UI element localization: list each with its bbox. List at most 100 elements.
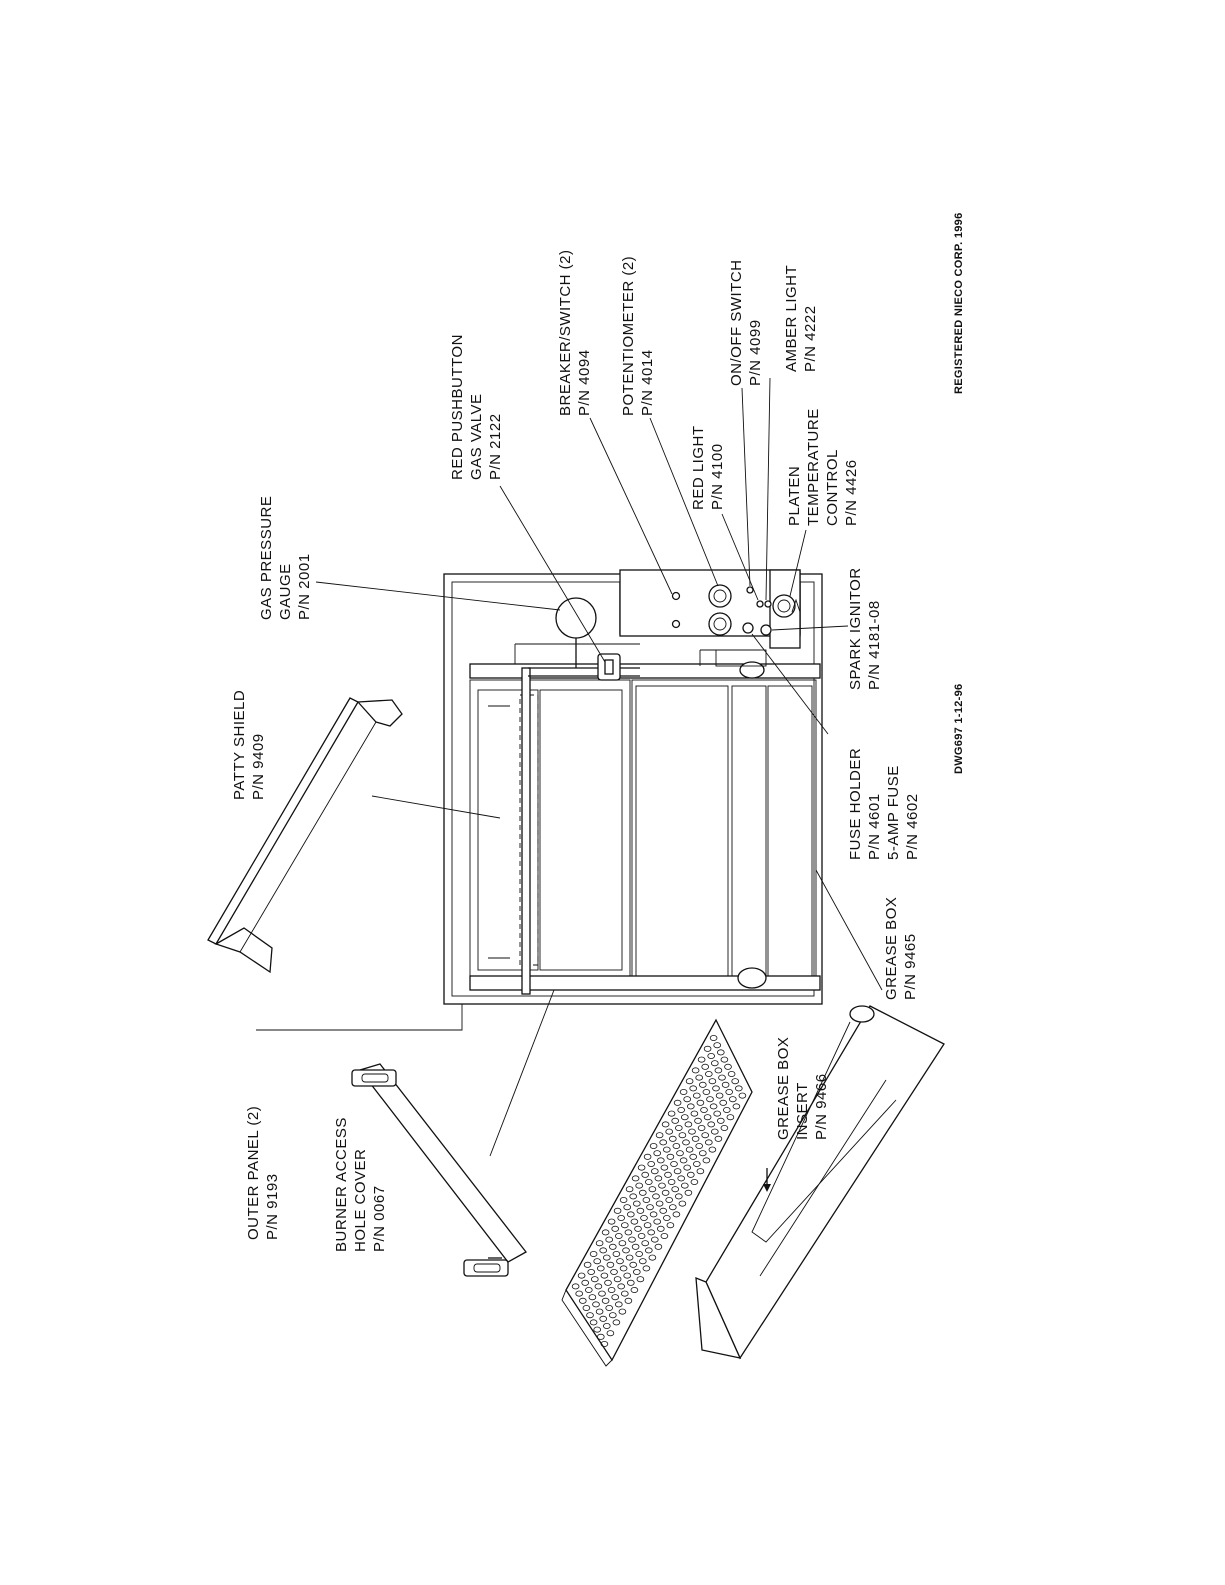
perforation-hole (678, 1200, 687, 1207)
breaker-switch-2 (671, 619, 681, 629)
perforation-hole (703, 1045, 712, 1052)
perforation-hole (666, 1222, 675, 1229)
perforation-hole (631, 1175, 640, 1182)
perforation-hole (672, 1211, 681, 1218)
perforation-hole (666, 1153, 675, 1160)
perforation-hole (655, 1132, 664, 1139)
perforation-hole (727, 1071, 736, 1078)
svg-text:BREAKER/SWITCH (2): BREAKER/SWITCH (2) (557, 249, 574, 416)
perforation-hole (607, 1287, 616, 1294)
perforation-hole (677, 1175, 685, 1182)
svg-text:GAS PRESSURE: GAS PRESSURE (258, 496, 275, 620)
perforation-hole (641, 1171, 649, 1178)
perforation-hole (655, 1200, 664, 1207)
perforation-hole (578, 1297, 587, 1304)
svg-text:P/N 2001: P/N 2001 (296, 553, 313, 620)
perforation-hole (684, 1189, 693, 1196)
perforation-hole (625, 1254, 634, 1261)
amber-light (764, 600, 772, 608)
perforation-hole (673, 1168, 682, 1175)
perforation-hole (624, 1297, 633, 1304)
perforation-hole (606, 1261, 615, 1268)
perforation-hole (658, 1182, 666, 1189)
perforation-hole (722, 1107, 731, 1114)
perforation-hole (631, 1243, 640, 1250)
perforation-hole (660, 1164, 669, 1171)
perforation-hole (629, 1261, 637, 1268)
perforation-hole (672, 1143, 681, 1150)
perforation-hole (698, 1081, 707, 1088)
perforation-hole (644, 1247, 653, 1254)
perforation-hole (708, 1078, 717, 1085)
perforation-hole (622, 1247, 630, 1254)
perforation-hole (689, 1085, 697, 1092)
svg-text:P/N 4014: P/N 4014 (639, 349, 656, 416)
perforation-hole (626, 1279, 635, 1286)
perforation-hole (614, 1301, 623, 1308)
perforation-hole (692, 1092, 701, 1099)
perforation-hole (605, 1236, 613, 1243)
perforation-hole (610, 1269, 618, 1276)
perforation-hole (619, 1265, 628, 1272)
svg-text:P/N 9465: P/N 9465 (902, 933, 919, 1000)
perforation-hole (612, 1251, 621, 1258)
grease-box-insert-part (561, 1018, 753, 1367)
perforation-hole (696, 1099, 705, 1106)
perforation-hole (732, 1103, 741, 1110)
platen-temperature-control (772, 594, 796, 618)
perforation-hole (721, 1081, 730, 1088)
perforation-hole (648, 1254, 657, 1261)
potentiometer-1 (708, 584, 732, 608)
perforation-hole (587, 1269, 595, 1276)
perforation-hole (734, 1085, 743, 1092)
spark-ignitor (760, 624, 772, 636)
perforation-hole (704, 1071, 713, 1078)
perforation-hole (716, 1117, 725, 1124)
svg-text:ON/OFF SWITCH: ON/OFF SWITCH (728, 260, 745, 387)
perforation-hole (600, 1272, 609, 1279)
perforation-hole (664, 1171, 672, 1178)
perforation-hole (611, 1294, 619, 1301)
svg-text:P/N 4602: P/N 4602 (904, 793, 921, 860)
svg-text:P/N 4222: P/N 4222 (802, 305, 819, 372)
perforation-hole (679, 1157, 688, 1164)
perforation-hole (590, 1276, 599, 1283)
svg-text:P/N 9409: P/N 9409 (250, 733, 267, 800)
perforation-hole (613, 1276, 622, 1283)
perforation-hole (713, 1042, 721, 1049)
perforation-hole (605, 1305, 613, 1312)
perforation-hole (701, 1063, 709, 1070)
perforation-hole (707, 1121, 715, 1128)
perforation-hole (595, 1308, 604, 1315)
svg-text:P/N 4181-08: P/N 4181-08 (866, 600, 883, 690)
perforation-hole (589, 1251, 598, 1258)
perforation-hole (708, 1146, 717, 1153)
svg-text:P/N 4094: P/N 4094 (576, 349, 593, 416)
perforation-hole (702, 1157, 711, 1164)
perforation-hole (656, 1225, 665, 1232)
grease-box-part (695, 1005, 945, 1360)
perforation-hole (589, 1319, 598, 1326)
perforation-hole (731, 1078, 739, 1085)
perforation-hole (719, 1099, 727, 1106)
perforation-hole (667, 1110, 676, 1117)
perforation-hole (670, 1161, 678, 1168)
gas-pressure-gauge (555, 597, 597, 639)
perforation-hole (593, 1258, 601, 1265)
perforation-hole (644, 1179, 653, 1186)
perforation-hole (697, 1056, 706, 1063)
perforation-hole (695, 1143, 703, 1150)
leader-lines (256, 377, 883, 1157)
svg-text:PATTY SHIELD: PATTY SHIELD (231, 690, 248, 800)
perforation-hole (718, 1074, 726, 1081)
perforation-hole (638, 1258, 647, 1265)
burner-access-cover-part (351, 1063, 527, 1277)
svg-text:RED LIGHT: RED LIGHT (690, 425, 707, 510)
label-burner-access: BURNER ACCESS HOLE COVER P/N 0067 (333, 1117, 388, 1252)
perforation-hole (692, 1161, 701, 1168)
perforation-hole (673, 1099, 682, 1106)
perforation-hole (593, 1326, 601, 1333)
perforation-hole (668, 1204, 677, 1211)
label-fuse-holder: FUSE HOLDER P/N 4601 5-AMP FUSE P/N 4602 (847, 748, 921, 860)
